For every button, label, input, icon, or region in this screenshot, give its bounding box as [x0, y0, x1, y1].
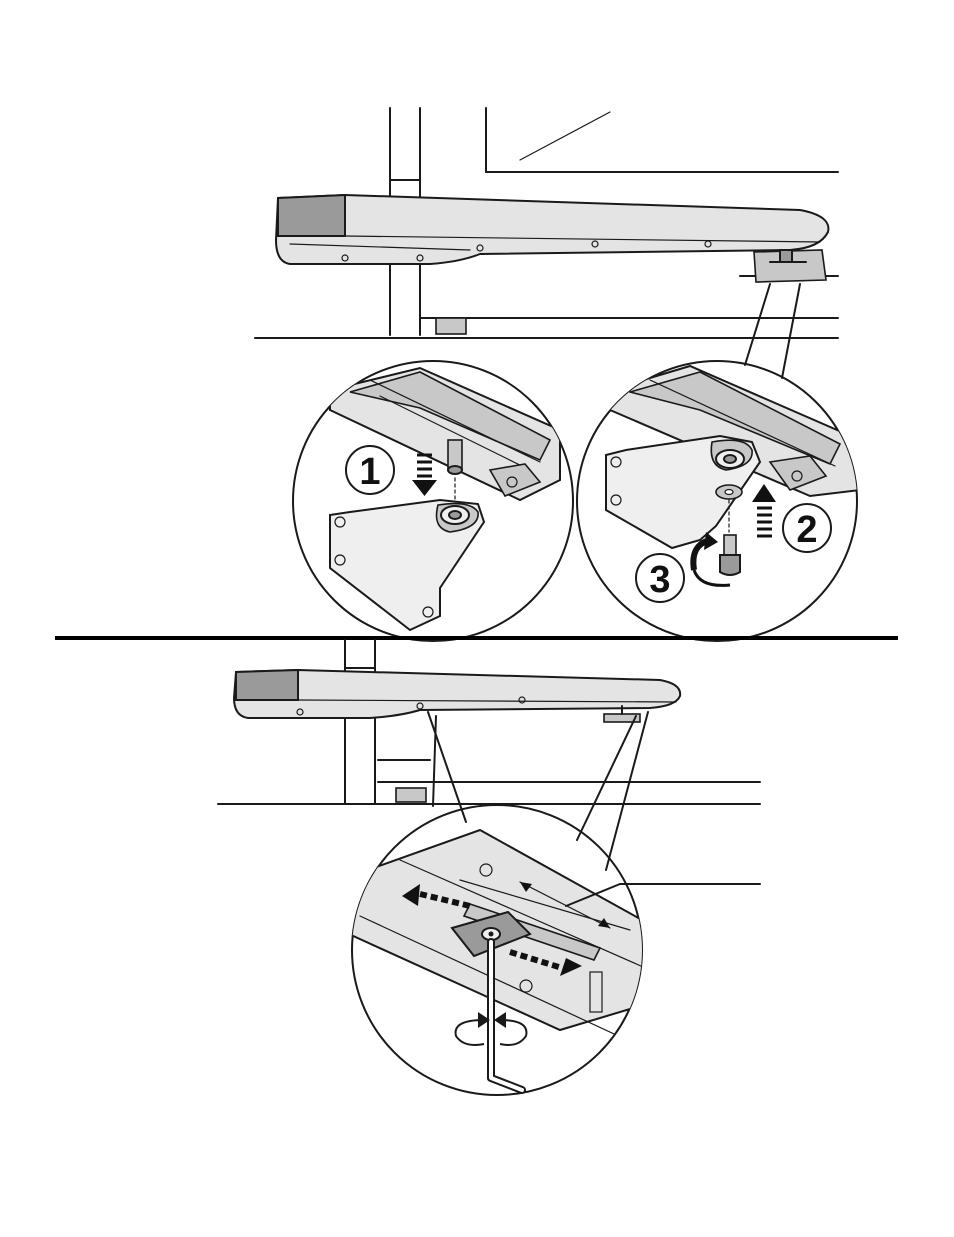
operator-arm — [276, 195, 828, 264]
arrow-down-icon — [412, 455, 437, 496]
arrow-up-icon — [752, 484, 776, 536]
gate-frame-lower — [218, 640, 760, 804]
step-2-label: 2 — [796, 509, 817, 551]
zoom-circle-step-2-3: 2 3 — [577, 361, 860, 641]
top-panel: 1 — [255, 108, 860, 641]
bottom-panel — [218, 640, 760, 1095]
gate-bracket — [754, 250, 826, 282]
step-1-label: 1 — [359, 451, 380, 493]
zoom-circle-step-1: 1 — [293, 361, 573, 641]
operator-arm-lower — [234, 670, 680, 722]
step-3-label: 3 — [649, 559, 670, 601]
